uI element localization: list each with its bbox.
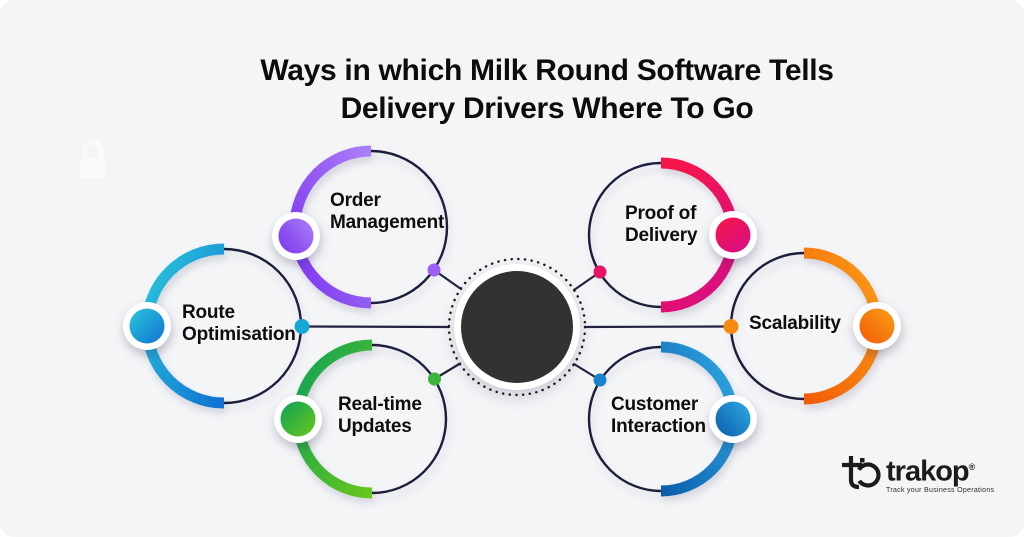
connector-scalability xyxy=(583,325,733,329)
badge-inner xyxy=(278,218,314,254)
badge-customer-interaction xyxy=(709,395,757,443)
logo-tagline: Track your Business Operations xyxy=(886,486,995,494)
dot-route xyxy=(294,319,310,334)
badge-inner xyxy=(859,308,895,344)
badge-order-management xyxy=(272,212,320,260)
badge-inner xyxy=(280,401,316,437)
label-real-time-updates: Real-time Updates xyxy=(338,394,422,438)
badge-inner xyxy=(129,308,165,344)
lock-icon xyxy=(80,139,106,179)
central-hub xyxy=(447,257,587,397)
trakop-logo-text: trakop® Track your Business Operations xyxy=(886,452,994,494)
registered-mark: ® xyxy=(968,462,976,472)
connector-dots xyxy=(294,263,739,387)
dot-realtime xyxy=(428,372,441,386)
logo-word: trakop xyxy=(886,455,970,488)
label-proof-of-delivery: Proof of Delivery xyxy=(625,203,698,247)
dot-order xyxy=(427,263,441,277)
label-order-management: Order Management xyxy=(330,190,445,234)
dot-customer xyxy=(593,373,607,387)
logo-wordmark: trakop® xyxy=(886,452,994,487)
hub-dotted-ring xyxy=(447,257,587,397)
badge-inner xyxy=(715,401,751,437)
label-customer-interaction: Customer Interaction xyxy=(611,394,706,438)
badge-real-time-updates xyxy=(274,395,322,443)
title-line-1: Ways in which Milk Round Software Tells xyxy=(260,54,834,87)
dot-scalability xyxy=(723,319,739,334)
badge-scalability xyxy=(853,302,901,350)
trakop-logo: trakop® Track your Business Operations xyxy=(840,452,1010,496)
badge-proof-of-delivery xyxy=(709,211,757,259)
hub-dark-circle xyxy=(461,271,573,383)
page-title: Ways in which Milk Round Software Tells … xyxy=(70,52,1024,128)
badge-route-optimisation xyxy=(123,302,171,350)
dot-proof xyxy=(593,265,607,279)
label-route-optimisation: Route Optimisation xyxy=(182,302,296,346)
title-line-2: Delivery Drivers Where To Go xyxy=(340,92,754,125)
trakop-logo-icon xyxy=(842,456,881,490)
connector-route xyxy=(300,325,451,329)
label-scalability: Scalability xyxy=(749,313,841,334)
badge-inner xyxy=(715,217,751,253)
